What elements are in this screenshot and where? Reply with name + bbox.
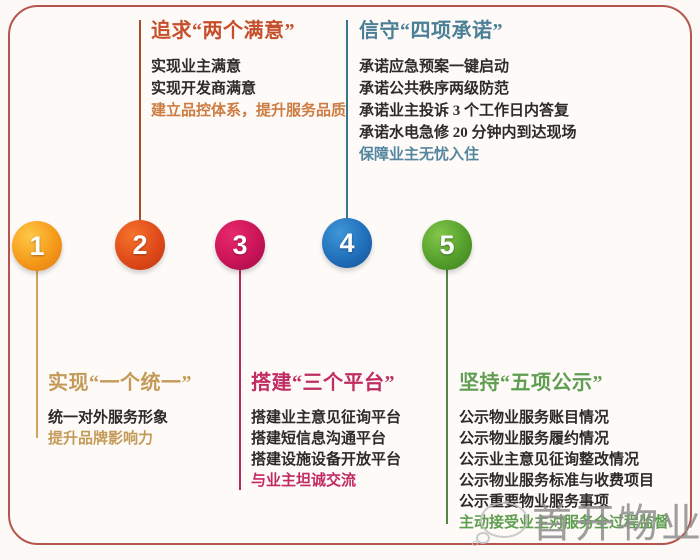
connector-line-2	[139, 20, 141, 222]
section-item: 搭建业主意见征询平台	[251, 410, 402, 426]
section-five-disclosures: 坚持“五项公示” 公示物业服务账目情况 公示物业服务履约情况 公示业主意见征询整…	[459, 366, 699, 534]
section-item: 搭建短信息沟通平台	[251, 431, 387, 447]
step-ball-3: 3	[215, 220, 265, 270]
section-items: 承诺应急预案一键启动 承诺公共秩序两级防范 承诺业主投诉 3 个工作日内答复 承…	[359, 56, 674, 166]
section-title: 信守“四项承诺”	[359, 20, 503, 42]
section-title: 实现“一个统一”	[48, 372, 192, 394]
step-ball-2: 2	[115, 220, 165, 270]
connector-line-1	[36, 268, 38, 438]
section-item: 公示物业服务账目情况	[459, 410, 610, 426]
section-item: 承诺水电急修 20 分钟内到达现场	[359, 125, 577, 141]
connector-line-5	[446, 268, 448, 524]
section-items: 实现业主满意 实现开发商满意 建立品控体系，提升服务品质	[151, 56, 351, 122]
section-items: 公示物业服务账目情况 公示物业服务履约情况 公示业主意见征询整改情况 公示物业服…	[459, 408, 699, 534]
step-ball-4: 4	[322, 218, 372, 268]
speech-bubble-icon	[472, 492, 528, 546]
rounded-frame-border	[8, 5, 692, 545]
section-item: 承诺公共秩序两级防范	[359, 81, 510, 97]
section-item: 公示物业服务履约情况	[459, 431, 610, 447]
section-title: 坚持“五项公示”	[459, 372, 603, 394]
connector-line-4	[346, 20, 348, 220]
connector-line-3	[239, 268, 241, 490]
step-number-1: 1	[29, 230, 45, 261]
section-item: 实现开发商满意	[151, 81, 257, 97]
watermark: 首开物业	[472, 492, 700, 546]
section-item: 实现业主满意	[151, 59, 242, 75]
step-number-2: 2	[132, 229, 148, 260]
section-item: 保障业主无忧入住	[359, 147, 480, 163]
section-item: 公示业主意见征询整改情况	[459, 452, 640, 468]
section-three-platforms: 搭建“三个平台” 搭建业主意见征询平台 搭建短信息沟通平台 搭建设施设备开放平台…	[251, 366, 451, 492]
step-number-5: 5	[439, 229, 455, 260]
step-ball-1: 1	[12, 221, 62, 271]
step-ball-5: 5	[422, 220, 472, 270]
section-one-unification: 实现“一个统一” 统一对外服务形象 提升品牌影响力	[48, 366, 238, 450]
section-item: 承诺应急预案一键启动	[359, 59, 510, 75]
section-two-satisfactions: 追求“两个满意” 实现业主满意 实现开发商满意 建立品控体系，提升服务品质	[151, 14, 351, 122]
section-item: 与业主坦诚交流	[251, 473, 357, 489]
watermark-text: 首开物业	[532, 501, 700, 546]
section-item: 统一对外服务形象	[48, 410, 169, 426]
section-items: 搭建业主意见征询平台 搭建短信息沟通平台 搭建设施设备开放平台 与业主坦诚交流	[251, 408, 451, 492]
section-four-promises: 信守“四项承诺” 承诺应急预案一键启动 承诺公共秩序两级防范 承诺业主投诉 3 …	[359, 14, 674, 166]
section-item: 建立品控体系，提升服务品质	[151, 103, 347, 119]
section-items: 统一对外服务形象 提升品牌影响力	[48, 408, 238, 450]
section-item: 承诺业主投诉 3 个工作日内答复	[359, 103, 570, 119]
section-title: 搭建“三个平台”	[251, 372, 395, 394]
section-item: 公示物业服务标准与收费项目	[459, 473, 655, 489]
section-item: 提升品牌影响力	[48, 431, 154, 447]
step-number-4: 4	[339, 227, 355, 258]
section-item: 搭建设施设备开放平台	[251, 452, 402, 468]
step-number-3: 3	[232, 229, 248, 260]
section-title: 追求“两个满意”	[151, 20, 295, 42]
